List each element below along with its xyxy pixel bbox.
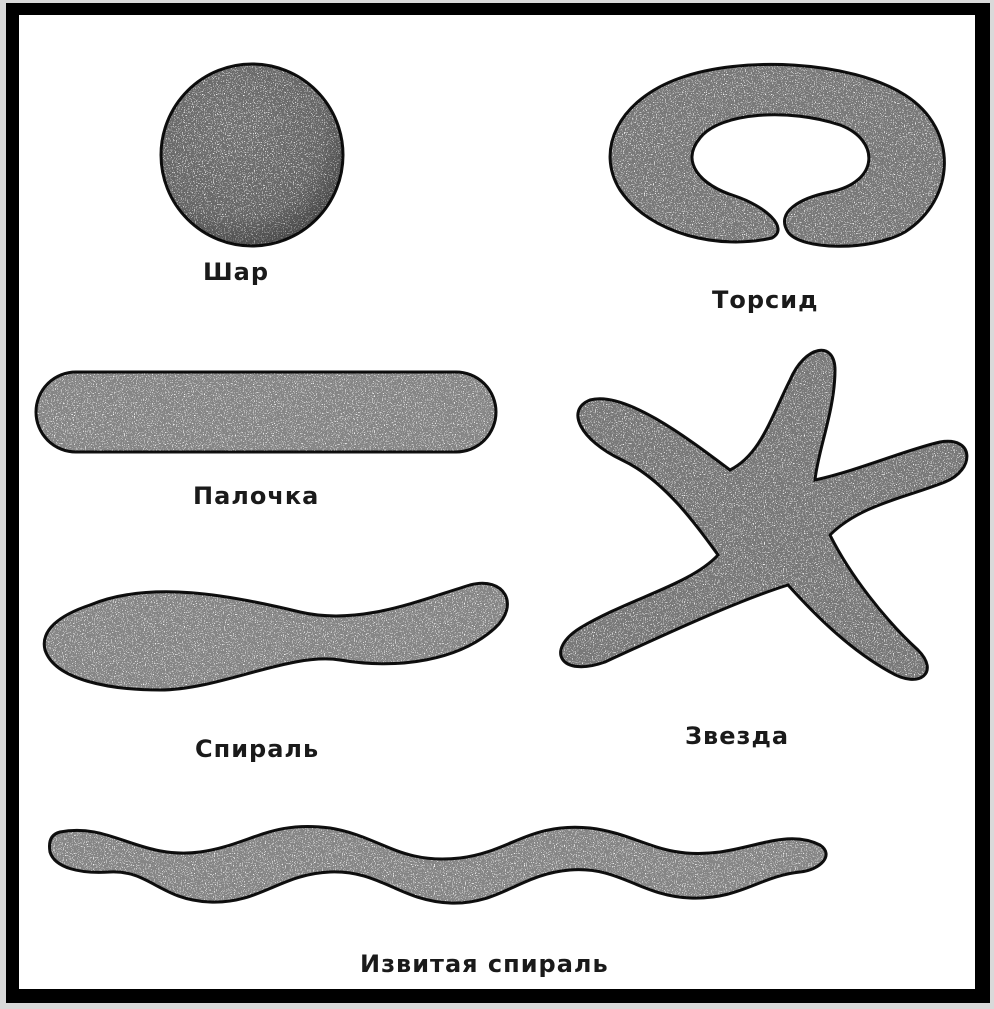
star-label: Звезда	[685, 722, 789, 750]
spiral-shape	[44, 583, 507, 690]
sphere-label: Шар	[203, 258, 269, 286]
toroid-shape	[610, 64, 944, 246]
wavy-spiral-shape	[49, 826, 826, 903]
spiral-label: Спираль	[195, 735, 319, 763]
star-shape	[561, 350, 967, 679]
sphere-shape	[161, 64, 343, 246]
wavy-spiral-label: Извитая спираль	[360, 950, 609, 978]
rod-shape	[36, 372, 496, 452]
toroid-label: Торсид	[712, 286, 818, 314]
rod-label: Палочка	[193, 482, 319, 510]
